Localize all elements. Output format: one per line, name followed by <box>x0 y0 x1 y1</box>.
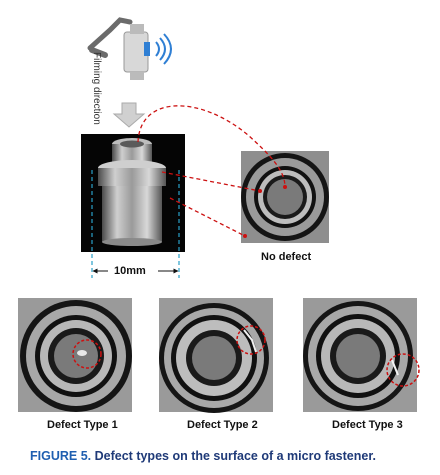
wifi-signal-icon <box>155 33 172 65</box>
no-defect-label: No defect <box>261 251 312 263</box>
camera-icon <box>87 17 150 80</box>
defect-image-1 <box>18 298 132 412</box>
scale-label: 10mm <box>114 265 146 277</box>
filming-direction-label: Filming direction <box>91 52 102 125</box>
defect-image-2 <box>159 298 273 413</box>
down-arrow-icon <box>112 102 146 128</box>
defect-image-3 <box>303 298 420 412</box>
scale-bar <box>91 170 180 278</box>
caption-text: Defect types on the surface of a micro f… <box>94 449 376 463</box>
highlight-connectors <box>137 105 287 238</box>
defect-type-3-label: Defect Type 3 <box>332 419 403 431</box>
fastener-photo <box>81 134 185 252</box>
figure-caption: FIGURE 5. Defect types on the surface of… <box>30 449 376 463</box>
caption-number: 5. <box>80 449 92 463</box>
defect-type-2-label: Defect Type 2 <box>187 419 258 431</box>
caption-prefix: FIGURE <box>30 449 78 463</box>
no-defect-image <box>241 151 329 243</box>
defect-type-1-label: Defect Type 1 <box>47 419 118 431</box>
